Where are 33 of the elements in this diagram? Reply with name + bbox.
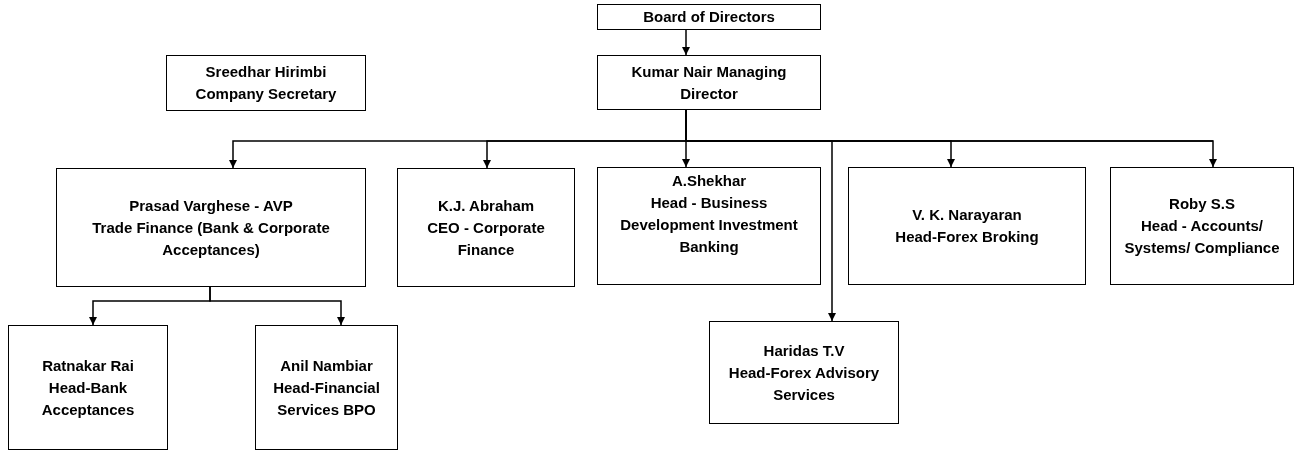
org-box <box>255 325 398 450</box>
person-name: Prasad Varghese - AVP <box>129 195 293 216</box>
job-title: Head - Accounts/ Systems/ Compliance <box>1123 216 1281 258</box>
job-title: Trade Finance (Bank & Corporate Acceptances) <box>91 217 331 260</box>
job-title: CEO - Corporate Finance <box>426 217 546 260</box>
org-box <box>848 167 1086 285</box>
person-name: A.Shekhar <box>671 171 747 191</box>
connector-arrow <box>682 29 690 56</box>
box-label: Kumar Nair Managing Director <box>630 61 788 104</box>
person-name: Haridas T.V <box>763 340 845 361</box>
org-box <box>166 55 366 111</box>
org-box <box>597 55 821 110</box>
person-name: V. K. Narayaran <box>912 205 1022 225</box>
person-name: Ratnakar Rai <box>42 355 134 376</box>
org-box <box>597 4 821 30</box>
job-title: Head - Business Development Investment Banking <box>619 193 799 257</box>
org-box <box>397 168 575 287</box>
person-name: K.J. Abraham <box>437 195 535 216</box>
job-title: Head-Forex Advisory Services <box>727 362 881 405</box>
org-box <box>56 168 366 287</box>
job-title: Head-Forex Broking <box>895 227 1039 247</box>
person-name: Sreedhar Hirimbi <box>205 62 327 82</box>
job-title: Head-Bank Acceptances <box>40 377 136 420</box>
org-box <box>709 321 899 424</box>
job-title: Company Secretary <box>195 84 337 104</box>
person-name: Anil Nambiar <box>280 355 373 376</box>
connector-arrow <box>209 286 345 326</box>
job-title: Head-Financial Services BPO <box>272 377 381 420</box>
org-box <box>1110 167 1294 285</box>
box-label: Board of Directors <box>643 7 775 27</box>
org-box <box>597 167 821 285</box>
org-box <box>8 325 168 450</box>
person-name: Roby S.S <box>1169 194 1235 214</box>
